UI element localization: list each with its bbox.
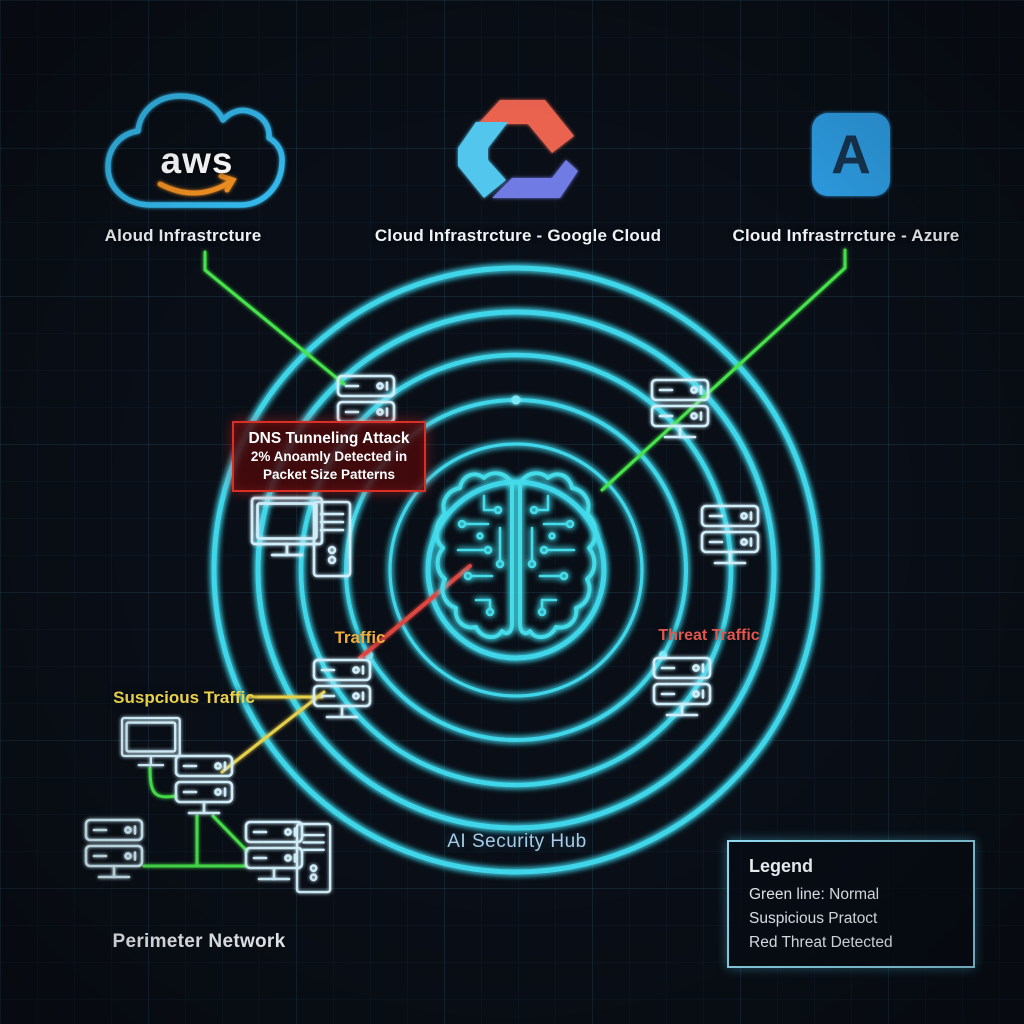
legend-title: Legend [749,856,814,876]
suspicious-diagonal-line [220,690,326,774]
azure-infrastructure-label: Cloud Infrastrrcture - Azure [732,226,960,245]
aws-infrastructure-label: Aloud Infrastrcture [104,226,262,245]
azure-logo-tile [812,113,890,196]
ai-brain-icon [434,471,598,640]
hub-rings [211,265,821,875]
azure-normal-line [600,248,847,492]
azure-logo-letter: A [831,123,871,185]
suspicious-traffic-lines [220,690,326,774]
server-icon-perimeter-a [176,756,232,813]
aws-logo-text: aws [160,140,234,181]
aws-smile-arrow [218,173,237,193]
threat-traffic-label: Threat Traffic [658,627,760,644]
ai-security-hub-label: AI Security Hub [447,831,587,852]
server-icon-bottomright [654,658,710,715]
threat-red-line [358,564,472,660]
legend-item-suspicious: Suspicious Pratoct [749,910,878,928]
aws-smile-icon [157,179,233,196]
server-icon-perimeter-b [86,820,142,877]
server-icon-perimeter-c [246,822,302,879]
dns-attack-alert: DNS Tunneling Attack 2% Anoamly Detected… [232,421,426,493]
alert-detail-line2: Packet Size Patterns [262,466,396,482]
monitor-server-link [148,766,178,799]
perimeter-diagonal-line [211,814,249,853]
aws-cloud-icon [105,93,285,208]
google-infrastructure-label: Cloud Infrastrcture - Google Cloud [374,226,662,245]
traffic-label: Traffic [334,628,386,647]
suspicious-traffic-label: Suspcious Traffic [113,688,255,707]
legend-item-red: Red Threat Detected [749,934,893,952]
google-cloud-icon [458,100,578,198]
perimeter-network-label: Perimeter Network [112,931,286,952]
alert-title: DNS Tunneling Attack [248,430,410,447]
legend-panel: Legend Green line: Normal Suspicious Pra… [727,840,975,968]
normal-traffic-lines [142,248,847,868]
alert-detail-line1: 2% Anoamly Detected in [250,449,408,465]
aws-normal-line [203,250,346,386]
legend-item-green: Green line: Normal [749,886,880,903]
monitor-icon-perimeter [120,716,181,767]
